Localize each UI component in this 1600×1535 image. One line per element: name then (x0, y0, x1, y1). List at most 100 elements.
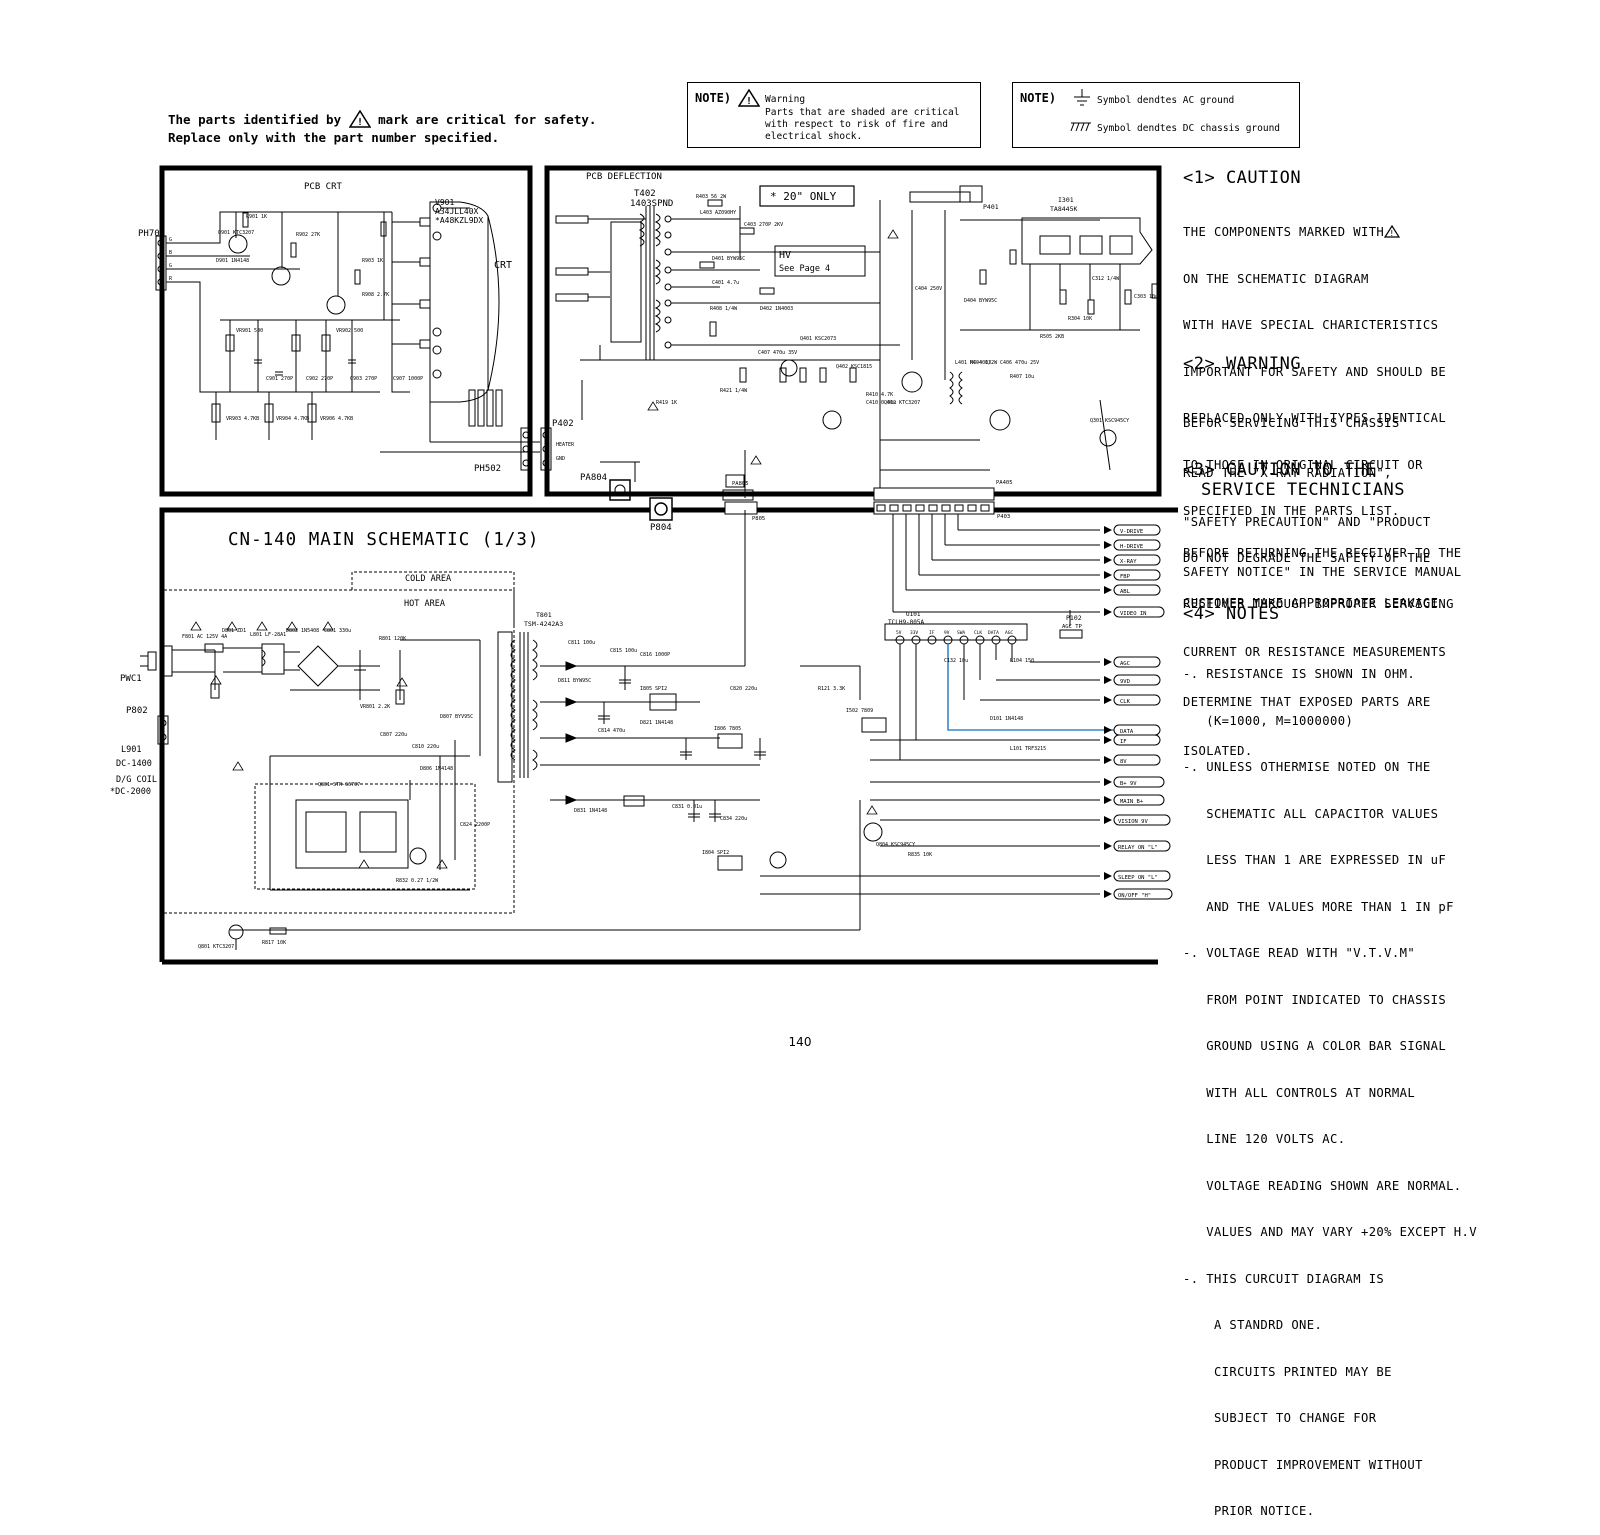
component-label: D901 1N4148 (216, 258, 249, 264)
i301-label: I301 (1058, 196, 1074, 204)
component-label: C312 1/4W (1092, 276, 1120, 282)
p102-label: P102 (1066, 614, 1082, 622)
component-label: C824 2200P (460, 822, 490, 828)
u101-pin: 9V (944, 630, 950, 636)
p102-sub: AGC TP (1062, 624, 1083, 630)
pcb-crt-frame (159, 165, 533, 497)
rail-label: VISION 9V (1118, 819, 1148, 825)
notes-heading: <4> NOTES (1183, 604, 1280, 624)
component-label: C820 220u (730, 686, 757, 692)
rail-labels-text: V-DRIVE H-DRIVE X-RAY FBP ABL VIDEO IN A… (1118, 529, 1158, 899)
pcb-deflection-label: PCB DEFLECTION (586, 172, 662, 182)
u101-part: TCLH9-005A (888, 619, 925, 626)
component-label: R832 0.27 1/2W (396, 878, 439, 884)
u101-pin: 5V (896, 630, 902, 636)
component-label: C831 0.01u (672, 804, 702, 810)
u101-pin: DATA (988, 630, 999, 636)
component-label: D801 ZD1 (222, 628, 246, 634)
pa804-label: PA804 (580, 473, 607, 483)
note-ground-ac: Symbol dendtes AC ground (1097, 95, 1235, 106)
component-label: C901 270P (266, 376, 293, 382)
notes-line: PRODUCT IMPROVEMENT WITHOUT (1183, 1457, 1423, 1472)
component-label: I806 7805 (714, 726, 741, 732)
rail-label: DATA (1120, 729, 1134, 735)
pwc1-label: PWC1 (120, 674, 142, 684)
component-label: R419 1K (656, 400, 677, 406)
component-label: D811 BYW95C (558, 678, 591, 684)
component-label: I804 SPI2 (702, 850, 729, 856)
note-warning-line-1: with respect to risk of fire and (765, 119, 949, 130)
component-label: C834 220u (720, 816, 747, 822)
component-label: R902 27K (296, 232, 320, 238)
t801-part: TSM-4242A3 (524, 620, 563, 628)
safety-note: The parts identified by ! mark are criti… (168, 109, 596, 147)
component-label: R908 2.7K (362, 292, 389, 298)
ph701-pin: R (169, 276, 173, 282)
notes-line: VOLTAGE READING SHOWN ARE NORMAL. (1183, 1178, 1462, 1193)
rail-label: RELAY ON "L" (1118, 845, 1158, 851)
notes-line: SCHEMATIC ALL CAPACITOR VALUES (1183, 806, 1439, 821)
component-label: VR906 4.7KB (320, 416, 353, 422)
component-label: Q801 STR-S6707 (318, 782, 360, 788)
component-label: VR902 500 (336, 328, 363, 334)
20-only-note: * 20" ONLY (770, 190, 837, 203)
v901-part: A34JLL40X (435, 207, 479, 216)
component-label: D402 1N4003 (760, 306, 793, 312)
l901-label: L901 (121, 745, 141, 755)
rail-label: MAIN B+ (1120, 799, 1144, 805)
caution-tech-heading-1: <3> CAUTION TO THE (1183, 460, 1377, 480)
notes-line: -. RESISTANCE IS SHOWN IN OHM. (1183, 667, 1416, 681)
p804-connector (649, 497, 673, 521)
component-label: R835 10K (908, 852, 932, 858)
deflection-circuit (555, 185, 1159, 501)
component-label: D807 BYV95C (440, 714, 473, 720)
ph701-label: PH701 (138, 229, 165, 239)
rail-arrows (1104, 526, 1112, 898)
safety-note-line1a: The parts identified by (168, 112, 342, 127)
component-label: C801 330u (324, 628, 351, 634)
u101-pin: IF (929, 630, 935, 636)
rail-label: 9VD (1120, 679, 1130, 685)
component-label: C814 470u (598, 728, 625, 734)
if-signal-highlight (947, 644, 1152, 731)
caution-line: REPLACED ONLY WITH TYPES IDENTICAL (1183, 411, 1447, 425)
component-label: L401 HC-4003 (955, 360, 991, 366)
component-label: R901 1K (246, 214, 267, 220)
component-label: C403 270P 2KV (744, 222, 783, 228)
notes-line: PRIOR NOTICE. (1183, 1504, 1315, 1518)
notes-body: -. RESISTANCE IS SHOWN IN OHM. (K=1000, … (1183, 636, 1477, 1535)
t801-label: T801 (536, 611, 552, 619)
rail-label: B+ 9V (1120, 781, 1137, 787)
rail-label: VIDEO IN (1120, 611, 1147, 617)
component-label: R817 10K (262, 940, 286, 946)
ph701-pin: B (169, 250, 172, 256)
component-label: VR903 4.7KB (226, 416, 259, 422)
component-label: VR904 4.7KB (276, 416, 309, 422)
component-label: L801 LF-28A1 (250, 632, 286, 638)
caution-tech-heading-2: SERVICE TECHNICIANS (1201, 480, 1405, 500)
i301-part: TA8445K (1050, 205, 1077, 213)
schematic-labels: PCB CRT PCB DEFLECTION V901 A34JLL40X *A… (110, 172, 1083, 797)
rail-label: SLEEP ON "L" (1118, 875, 1158, 881)
crt-label: CRT (494, 260, 512, 271)
component-label: R903 1K (362, 258, 383, 264)
notes-line: LESS THAN 1 ARE EXPRESSED IN uF (1183, 853, 1447, 867)
warning-body: BEFOR SERVICING THIS CHASSIS READ THE "X… (1183, 382, 1462, 597)
caution-line: THE COMPONENTS MARKED WITH (1183, 225, 1385, 239)
caution-line: DO NOT DEGRADE THE SAFETY OF THE (1183, 550, 1431, 565)
v901-label: V901 (435, 198, 454, 207)
component-label: C907 1000P (393, 376, 423, 382)
p403-connector (724, 487, 995, 515)
caution-heading: <1> CAUTION (1183, 168, 1302, 188)
notes-line: (K=1000, M=1000000) (1183, 713, 1354, 728)
note-ground-box: NOTE) Symbol dendtes AC ground Symbol de… (1012, 82, 1300, 148)
notes-line: SUBJECT TO CHANGE FOR (1183, 1411, 1377, 1425)
component-label: R421 1/4W (720, 388, 748, 394)
ph502-label: PH502 (474, 464, 501, 474)
u101-label: U101 (906, 611, 921, 618)
v901-alt-part: *A48KZL9DX (435, 216, 483, 225)
component-label: C303 10u (1134, 294, 1158, 300)
notes-line: -. THIS CURCUIT DIAGRAM IS (1183, 1271, 1385, 1286)
component-label: R403 56 2W (696, 194, 727, 200)
warning-line: BEFOR SERVICING THIS CHASSIS (1183, 416, 1400, 430)
